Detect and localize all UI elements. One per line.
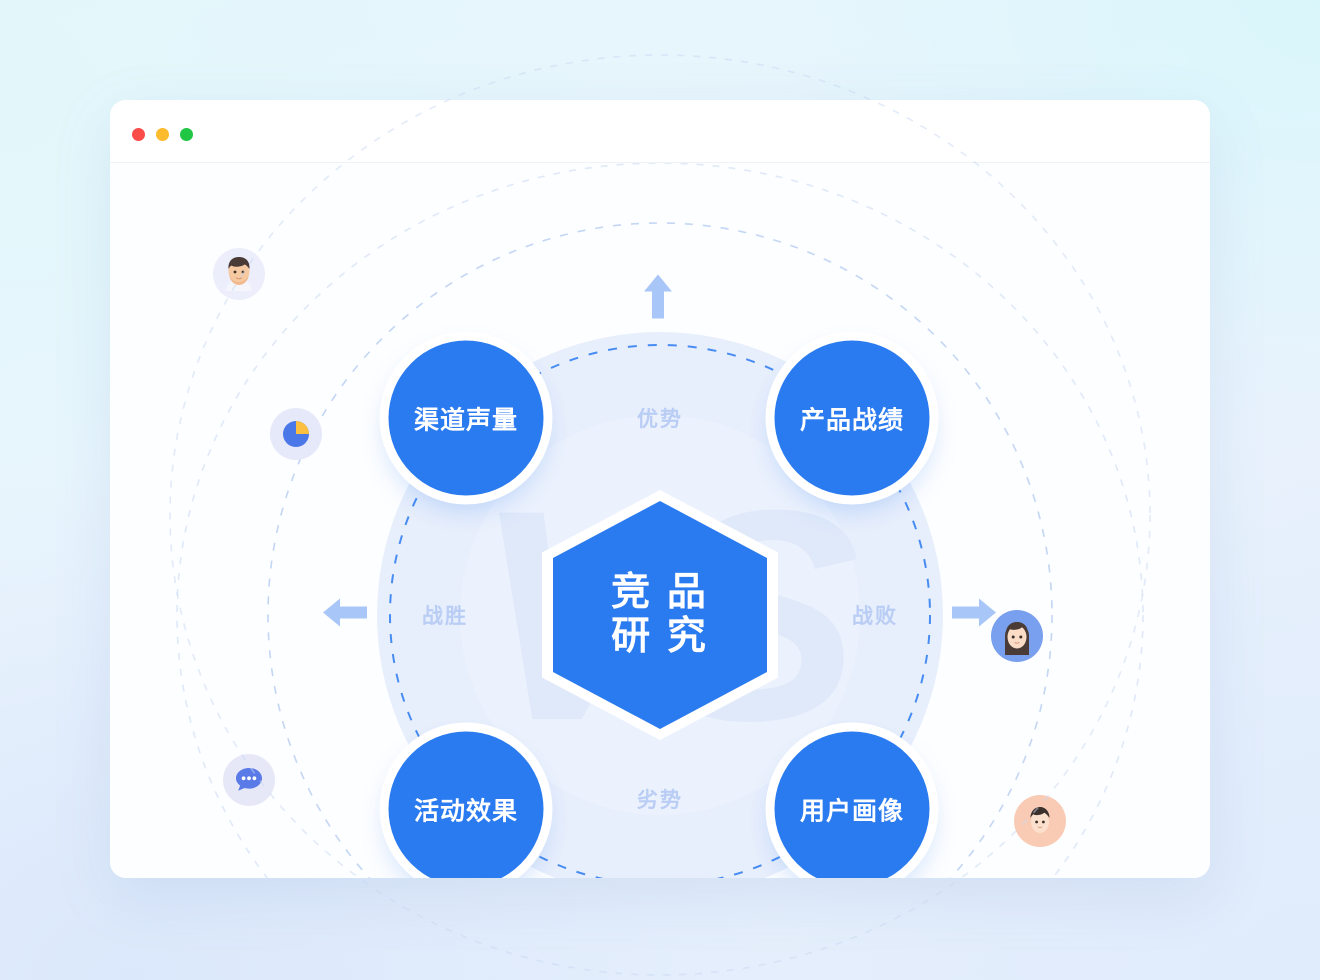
chip-avatar-man [213,248,265,300]
quadrant-label-left: 战胜 [422,605,468,628]
chat-bubble-icon [236,768,262,791]
window-titlebar [110,100,1210,163]
quadrant-label-right: 战败 [852,605,898,628]
node-label: 产品战绩 [799,406,904,434]
node-channel-voice[interactable]: 渠道声量 [388,340,544,496]
competitive-research-diagram: VS 优势 战胜 战败 劣势 渠道声量 产品战绩 活动效果 用户画像 竞 品 研… [110,163,1210,878]
avatar-man-icon [216,251,262,297]
arrow-up-icon [643,274,673,325]
node-campaign-effect[interactable]: 活动效果 [388,731,544,878]
node-label: 活动效果 [413,797,518,825]
chip-avatar-woman [991,610,1043,662]
node-product-results[interactable]: 产品战绩 [774,340,930,496]
avatar-woman-icon [994,613,1040,659]
browser-window: VS 优势 战胜 战败 劣势 渠道声量 产品战绩 活动效果 用户画像 竞 品 研… [110,100,1210,878]
node-label: 渠道声量 [413,406,518,434]
maximize-button[interactable] [180,128,193,141]
quadrant-label-top: 优势 [637,408,683,431]
close-button[interactable] [132,128,145,141]
quadrant-label-bottom: 劣势 [637,789,683,812]
arrow-right-icon [951,598,997,633]
node-label: 用户画像 [799,797,904,825]
arrow-left-icon [322,598,368,633]
minimize-button[interactable] [156,128,169,141]
node-user-persona[interactable]: 用户画像 [774,731,930,878]
avatar-person-icon [1017,798,1063,844]
chip-pie-chart [270,408,322,460]
hexagon-label-line1: 竞 品 [611,570,709,614]
hexagon-label-line2: 研 究 [611,615,709,658]
chip-chat-bubble [223,754,275,806]
pie-chart-icon [283,421,309,447]
chip-avatar-person [1014,795,1066,847]
hexagon-label: 竞 品 研 究 [553,501,767,729]
center-hexagon[interactable]: 竞 品 研 究 [542,490,778,740]
traffic-light-buttons [132,128,193,141]
